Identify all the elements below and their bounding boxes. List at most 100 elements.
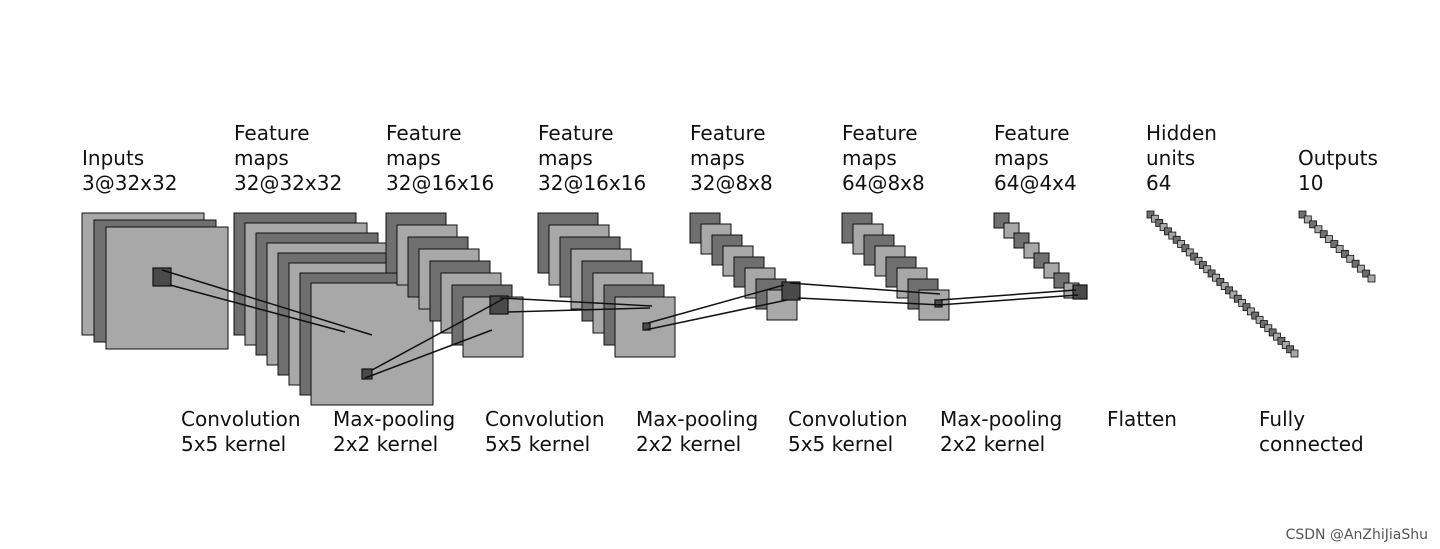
label-line: Feature [234,121,310,145]
unit [1155,219,1164,227]
label-line: Inputs [82,146,144,170]
unit [1346,254,1355,263]
fmaps-4-stack [689,212,798,321]
unit [1181,244,1190,253]
unit [1164,227,1172,236]
unit [1309,220,1318,229]
label-line: 64 [1146,171,1171,195]
connection-line [797,297,943,306]
unit [1264,324,1273,333]
unit [1233,294,1242,303]
unit [1229,290,1238,299]
kernel-patch [781,281,801,301]
label-line: 5x5 kernel [788,432,893,456]
label-line: 32@32x32 [234,171,342,195]
label-line: Fully [1259,407,1305,431]
label-line: 5x5 kernel [181,432,286,456]
connection-line [937,294,1079,306]
label-line: maps [690,146,745,170]
label-line: Convolution [485,407,605,431]
label-line: units [1146,146,1195,170]
outputs-column [1298,210,1376,283]
unit [1286,345,1295,354]
kernel-patch [152,267,172,287]
unit [1330,240,1339,248]
connection-line [939,289,1077,301]
unit [1220,282,1229,291]
unit [1303,215,1312,224]
label-line: Feature [386,121,462,145]
label-line: maps [538,146,593,170]
label-line: 2x2 kernel [940,432,1045,456]
unit [1351,259,1360,268]
connection-line [364,329,493,379]
connection-line [169,284,346,333]
connection-line [161,269,373,336]
flatten-label: Flatten [1107,407,1177,431]
label-line: Feature [690,121,766,145]
label-line: connected [1259,432,1364,456]
label-line: Convolution [788,407,908,431]
unit [1335,245,1344,253]
unit [1273,332,1281,341]
label-line: 64@4x4 [994,171,1077,195]
label-line: 2x2 kernel [333,432,438,456]
unit [1246,307,1255,316]
connection-line [507,307,651,313]
unit [1281,341,1290,349]
unit [1298,210,1307,219]
connection-line [644,299,788,331]
unit [1185,248,1194,257]
unit [1242,303,1251,312]
unit [1212,273,1220,282]
feature-map [105,226,229,350]
unit [1314,225,1323,234]
unit [1194,256,1203,265]
fmaps-6-stack [993,212,1080,299]
label-line: Feature [538,121,614,145]
label-line: Feature [842,121,918,145]
unit [1172,235,1181,244]
unit [1216,277,1225,286]
unit [1190,252,1199,261]
label-line: Max-pooling [333,407,455,431]
unit [1146,210,1155,219]
fmaps-1-stack [233,212,434,406]
label-line: maps [994,146,1049,170]
label-line: Max-pooling [940,407,1062,431]
label-line: 32@16x16 [538,171,646,195]
connection-line [647,284,785,324]
label-line: Max-pooling [636,407,758,431]
unit [1268,328,1277,337]
label-line: 2x2 kernel [636,432,741,456]
label-line: Flatten [1107,407,1177,431]
unit [1325,235,1333,244]
unit [1198,261,1207,269]
unit [1290,349,1299,358]
connection-line [499,297,653,307]
label-line: 10 [1298,171,1323,195]
feature-map-stacks [81,210,1376,406]
label-line: 32@16x16 [386,171,494,195]
label-line: Convolution [181,407,301,431]
label-line: maps [234,146,289,170]
hidden-units-column [1146,210,1299,358]
label-line: Outputs [1298,146,1378,170]
unit [1159,223,1168,232]
connection-line [789,282,941,295]
